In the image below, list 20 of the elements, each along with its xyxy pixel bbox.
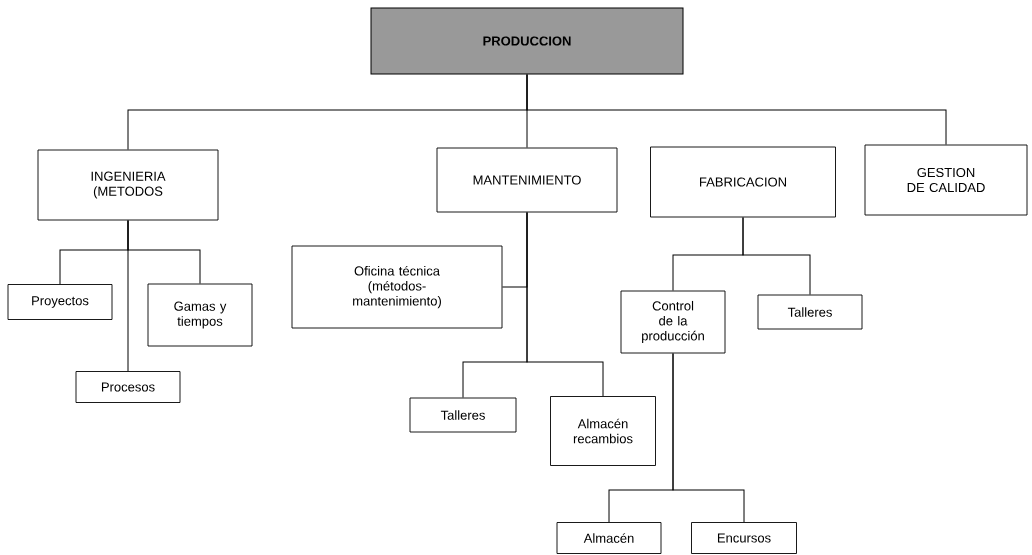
org-box: Talleres xyxy=(409,397,517,433)
org-box: FABRICACION xyxy=(650,146,836,218)
connector-line xyxy=(742,216,811,296)
org-box: GESTION DE CALIDAD xyxy=(864,144,1028,216)
connector-line xyxy=(672,352,745,523)
org-box: INGENIERIA (METODOS xyxy=(37,149,219,221)
org-box: Oficina técnica (métodos- mantenimiento) xyxy=(291,245,503,329)
connector-line xyxy=(526,211,604,397)
org-box: MANTENIMIENTO xyxy=(436,147,618,213)
connector-line xyxy=(526,74,947,146)
org-box: Almacén xyxy=(556,522,662,554)
org-box: Talleres xyxy=(757,294,863,330)
title-box: PRODUCCION xyxy=(370,7,684,75)
org-box: Gamas y tiempos xyxy=(147,283,253,347)
org-box: Encursos xyxy=(691,522,797,554)
org-box: Almacén recambios xyxy=(550,396,656,466)
org-box: Control de la producción xyxy=(620,290,726,354)
org-box: Procesos xyxy=(75,371,181,403)
org-box: Proyectos xyxy=(7,284,113,320)
connector-line xyxy=(127,219,201,285)
